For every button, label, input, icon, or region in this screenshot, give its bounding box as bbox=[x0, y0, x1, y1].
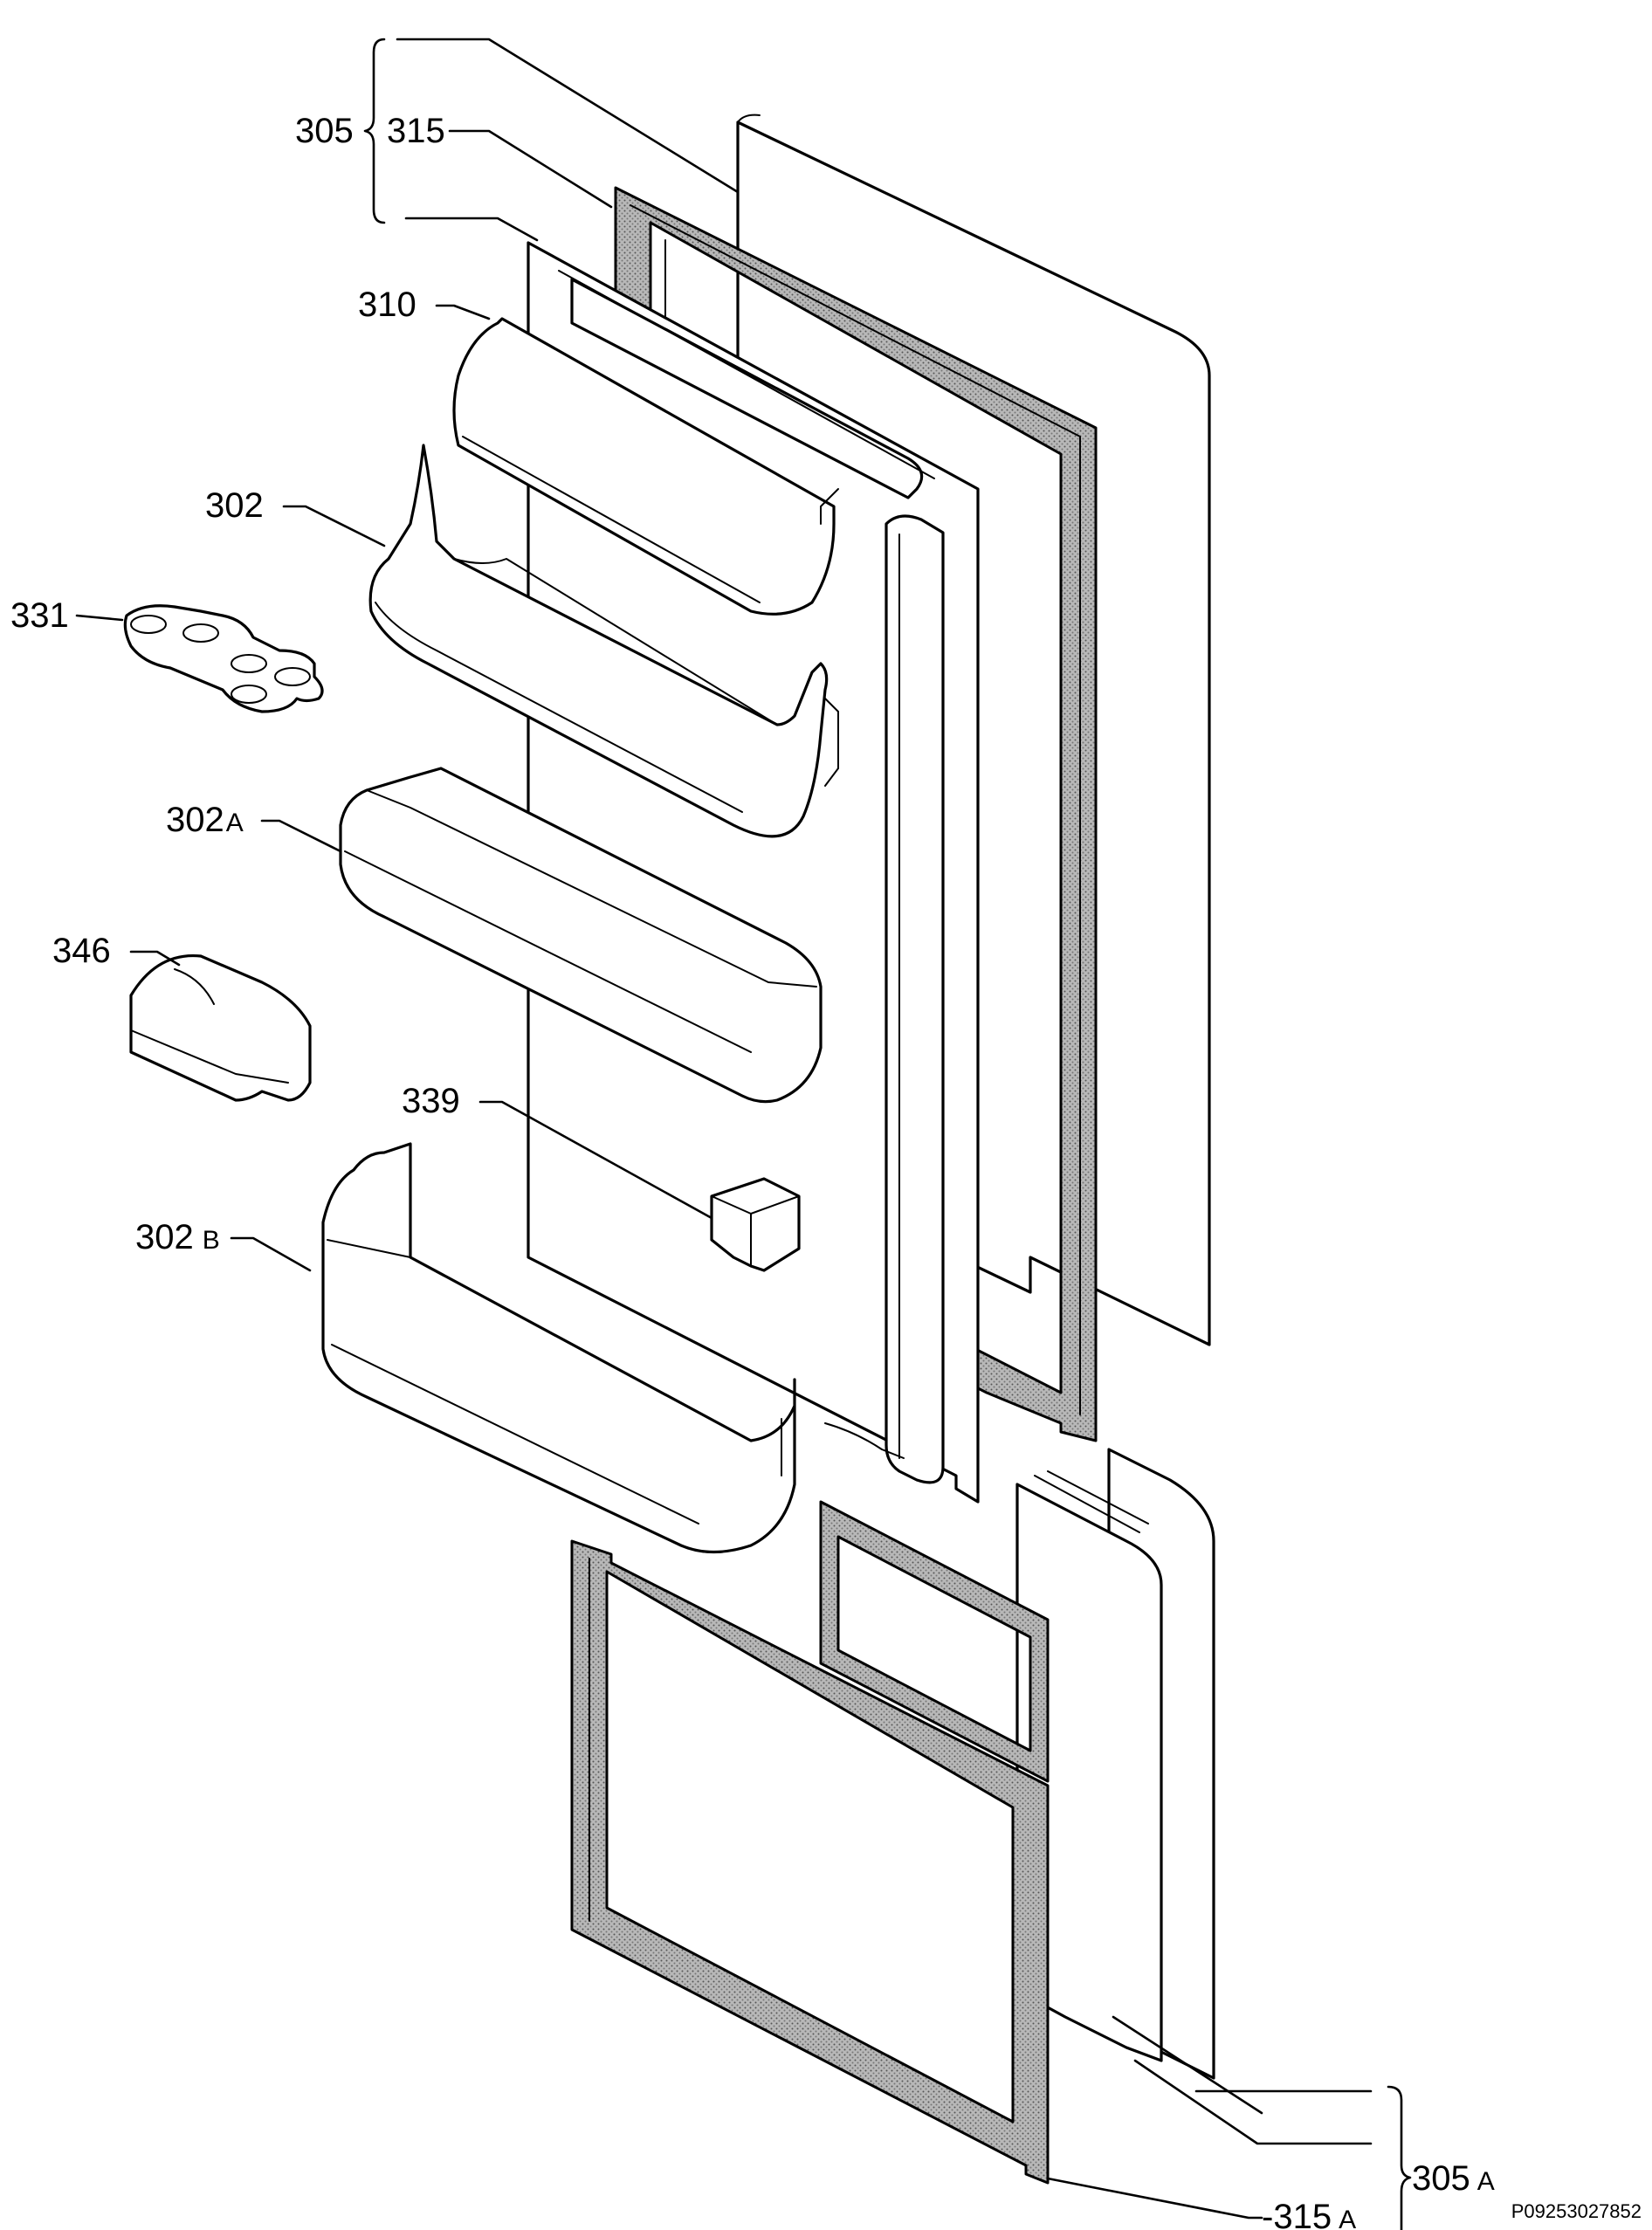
part-302-door-shelf bbox=[368, 444, 839, 838]
part-310-dairy-compartment-lid bbox=[452, 317, 839, 616]
label-339: 339 bbox=[402, 1082, 460, 1120]
label-302: 302 bbox=[205, 486, 264, 525]
label-315: 315 bbox=[387, 112, 445, 150]
part-339-door-clip bbox=[710, 1177, 801, 1272]
label-331: 331 bbox=[10, 596, 69, 635]
part-302a-door-shelf bbox=[339, 767, 823, 1104]
drawing-code: P09253027852 bbox=[1511, 2200, 1642, 2222]
part-302b-door-shelf bbox=[321, 1142, 796, 1554]
label-310: 310 bbox=[358, 286, 416, 324]
lower-door-outer-panel bbox=[1015, 1448, 1215, 2080]
leader-lines bbox=[75, 38, 1412, 2230]
upper-door-inner-liner bbox=[527, 241, 980, 1504]
door-cable bbox=[824, 1422, 905, 1459]
label-302a: 302A bbox=[166, 801, 244, 839]
part-331-egg-tray bbox=[123, 604, 324, 713]
lower-door-gasket bbox=[570, 1500, 1050, 2185]
label-346: 346 bbox=[52, 932, 111, 970]
label-305: 305 bbox=[295, 112, 354, 150]
part-346-butter-dish bbox=[129, 953, 312, 1102]
